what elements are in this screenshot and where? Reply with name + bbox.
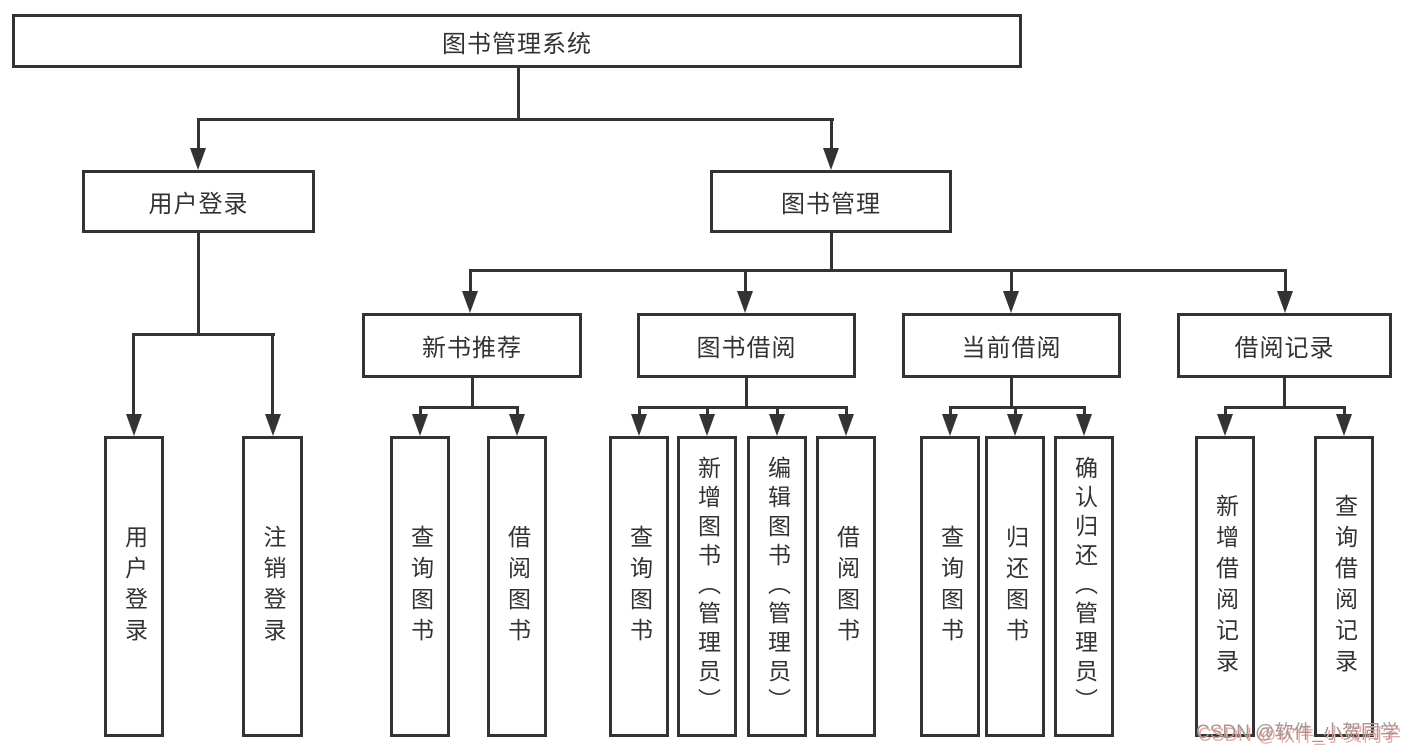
node-root-label: 图书管理系统 (442, 30, 592, 58)
node-bb-borrow-book: 借阅图书 (816, 436, 876, 737)
node-borrow-record: 借阅记录 (1177, 313, 1392, 378)
edge-bookmgmt-c2-arrow-icon (737, 291, 753, 313)
node-bb-edit-book-label: 编辑图书（管理员） (764, 456, 791, 717)
node-login-label: 用户登录 (121, 524, 148, 649)
edge-cb-stem-line (1010, 378, 1013, 409)
edge-bookmgmt-branch-line (469, 269, 1287, 272)
edge-userlogin-stem-line (197, 233, 200, 336)
node-rec-query-book-label: 查询图书 (407, 524, 434, 649)
edge-userlogin-branch-line (132, 333, 275, 336)
edge-rec-branch-line (419, 406, 519, 409)
node-new-book-rec-label: 新书推荐 (422, 335, 522, 362)
edge-bookmgmt-stem-line (830, 233, 833, 272)
edge-cb-c3-line (1083, 406, 1086, 414)
node-cb-confirm-return-label: 确认归还（管理员） (1071, 456, 1098, 717)
edge-cb-c1-line (949, 406, 952, 414)
edge-userlogin-c2-line (271, 333, 274, 414)
edge-bookmgmt-c4-line (1284, 269, 1287, 291)
edge-bb-c1-arrow-icon (631, 414, 647, 436)
node-borrow-record-label: 借阅记录 (1234, 335, 1335, 362)
node-bb-query-book: 查询图书 (609, 436, 669, 737)
node-bb-query-book-label: 查询图书 (626, 524, 653, 649)
node-cb-query-book-label: 查询图书 (937, 524, 964, 649)
edge-br-branch-line (1224, 406, 1346, 409)
edge-cb-branch-line (949, 406, 1086, 409)
edge-userlogin-c1-line (132, 333, 135, 414)
node-root: 图书管理系统 (12, 14, 1022, 68)
node-bb-add-book: 新增图书（管理员） (677, 436, 737, 737)
node-rec-borrow-book-label: 借阅图书 (504, 524, 531, 649)
edge-bb-c4-line (845, 406, 848, 414)
csdn-watermark: CSDN @软件_小贺同学 (1196, 722, 1399, 743)
node-logout: 注销登录 (242, 436, 303, 737)
node-book-mgmt-label: 图书管理 (781, 191, 881, 218)
edge-br-stem-line (1283, 378, 1286, 409)
edge-root-right-line (830, 118, 833, 148)
node-br-query-record: 查询借阅记录 (1314, 436, 1374, 737)
edge-bb-c4-arrow-icon (838, 414, 854, 436)
edge-cb-c3-arrow-icon (1076, 414, 1092, 436)
node-cb-return-book: 归还图书 (985, 436, 1045, 737)
node-br-query-record-label: 查询借阅记录 (1331, 493, 1358, 680)
edge-rec-c2-arrow-icon (509, 414, 525, 436)
edge-rec-c1-arrow-icon (412, 414, 428, 436)
edge-br-c1-arrow-icon (1217, 414, 1233, 436)
node-logout-label: 注销登录 (260, 524, 286, 649)
edge-bookmgmt-c2-line (744, 269, 747, 291)
node-current-borrow: 当前借阅 (902, 313, 1121, 378)
edge-bb-c1-line (638, 406, 641, 414)
edge-userlogin-c1-arrow-icon (126, 414, 142, 436)
node-cb-confirm-return: 确认归还（管理员） (1054, 436, 1114, 737)
node-book-mgmt: 图书管理 (710, 170, 952, 233)
edge-br-c2-line (1343, 406, 1346, 414)
edge-rec-stem-line (471, 378, 474, 409)
node-new-book-rec: 新书推荐 (362, 313, 582, 378)
edge-bb-c2-arrow-icon (699, 414, 715, 436)
edge-cb-c2-line (1014, 406, 1017, 414)
edge-root-stem-line (517, 67, 520, 121)
edge-root-left-arrow-icon (190, 148, 206, 170)
node-rec-query-book: 查询图书 (390, 436, 450, 737)
node-login: 用户登录 (104, 436, 164, 737)
node-bb-edit-book: 编辑图书（管理员） (747, 436, 807, 737)
edge-cb-c1-arrow-icon (942, 414, 958, 436)
edge-bookmgmt-c3-arrow-icon (1003, 291, 1019, 313)
edge-cb-c2-arrow-icon (1007, 414, 1023, 436)
node-cb-query-book: 查询图书 (920, 436, 980, 737)
edge-userlogin-c2-arrow-icon (265, 414, 281, 436)
node-br-add-record-label: 新增借阅记录 (1212, 493, 1239, 680)
node-bb-borrow-book-label: 借阅图书 (833, 524, 860, 649)
node-cb-return-book-label: 归还图书 (1002, 524, 1029, 649)
edge-bb-c2-line (706, 406, 709, 414)
node-br-add-record: 新增借阅记录 (1195, 436, 1255, 737)
edge-bb-branch-line (638, 406, 848, 409)
edge-rec-c1-line (419, 406, 422, 414)
node-book-borrow: 图书借阅 (637, 313, 856, 378)
edge-br-c1-line (1224, 406, 1227, 414)
edge-bb-c3-arrow-icon (769, 414, 785, 436)
edge-bookmgmt-c1-arrow-icon (462, 291, 478, 313)
edge-bb-c3-line (776, 406, 779, 414)
edge-root-left-line (197, 118, 200, 148)
node-rec-borrow-book: 借阅图书 (487, 436, 547, 737)
node-book-borrow-label: 图书借阅 (696, 335, 797, 362)
node-user-login: 用户登录 (82, 170, 315, 233)
edge-root-right-arrow-icon (823, 148, 839, 170)
edge-bookmgmt-c3-line (1010, 269, 1013, 291)
edge-bb-stem-line (745, 378, 748, 409)
node-bb-add-book-label: 新增图书（管理员） (694, 456, 721, 717)
node-current-borrow-label: 当前借阅 (961, 335, 1062, 362)
edge-bookmgmt-c4-arrow-icon (1277, 291, 1293, 313)
edge-root-branch-line (197, 118, 834, 121)
edge-br-c2-arrow-icon (1336, 414, 1352, 436)
edge-bookmgmt-c1-line (469, 269, 472, 291)
edge-rec-c2-line (516, 406, 519, 414)
node-user-login-label: 用户登录 (148, 191, 249, 218)
